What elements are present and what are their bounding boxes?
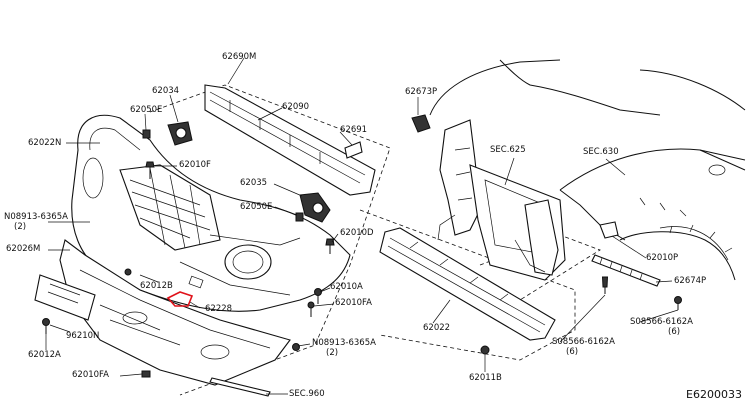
label-62010FA-bottom: 62010FA [72,370,109,380]
label-62010D: 62010D [340,228,374,238]
label-62050E-top: 62050E [130,105,163,115]
label-62228: 62228 [205,304,233,314]
label-62690M: 62690M [222,52,257,62]
label-08913-6365A-left-qty: (2) [14,222,27,232]
label-sec-625: SEC.625 [490,145,526,155]
label-62010A: 62010A [330,282,363,292]
label-62012A: 62012A [28,350,61,360]
body-structure [411,59,746,287]
label-62090: 62090 [282,102,310,112]
label-08913-6365A-right: N08913-6365A [312,338,376,348]
brackets [142,121,363,307]
label-62010FA-right: 62010FA [335,298,372,308]
label-62673P: 62673P [405,87,438,97]
fasteners [42,161,682,378]
reinforcement-62090 [204,84,376,196]
label-sec-960: SEC.960 [289,389,325,399]
label-62022N: 62022N [28,138,62,148]
label-08913-6365A-right-qty: (2) [326,348,339,358]
diagram-reference-code: E6200033 [686,388,742,401]
label-08566-6162A-left: S08566-6162A [552,337,615,347]
leader-lines [45,57,679,395]
label-08566-6162A-right: S08566-6162A [630,317,693,327]
label-62011B: 62011B [469,373,502,383]
label-62691: 62691 [340,125,368,135]
label-08566-6162A-left-qty: (6) [566,347,579,357]
lower-bumper [34,239,291,397]
label-62010F: 62010F [179,160,211,170]
label-62034: 62034 [152,86,180,96]
label-62012B: 62012B [140,281,173,291]
label-62026M: 62026M [6,244,41,254]
label-08566-6162A-right-qty: (6) [668,327,681,337]
label-62035: 62035 [240,178,268,188]
label-62022: 62022 [423,323,451,333]
label-62010P: 62010P [646,253,679,263]
label-08913-6365A-left: N08913-6365A [4,212,68,222]
impact-bar-62022 [379,227,556,341]
label-62050E-mid: 62050E [240,202,273,212]
label-sec-630: SEC.630 [583,147,619,157]
bumper-fascia [71,114,351,312]
label-62674P: 62674P [674,276,707,286]
label-96210N: 96210N [66,331,100,341]
